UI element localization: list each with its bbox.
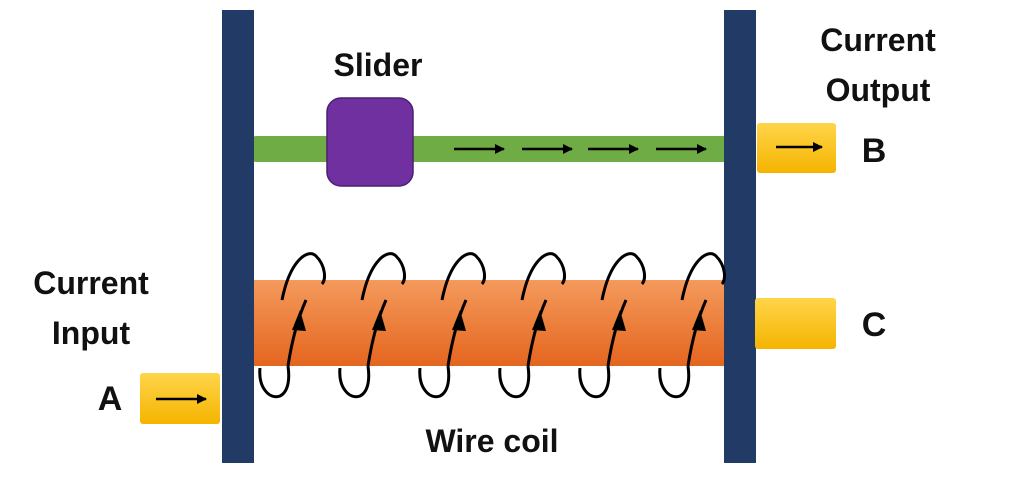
- coil-bottom-loop: [578, 365, 611, 399]
- coil-bottom-loop: [418, 365, 451, 399]
- up-arrow-icon: [532, 310, 546, 331]
- coil-top-loop: [600, 252, 646, 301]
- current-input-label-line1: Current: [33, 265, 149, 301]
- up-arrow-icon: [372, 310, 386, 331]
- up-arrow-icon: [692, 310, 706, 331]
- left-frame-post: [222, 10, 254, 463]
- coil-bottom-loop: [338, 365, 371, 399]
- terminal-c: [755, 298, 836, 349]
- coil-bottom-loop: [498, 365, 531, 399]
- right-frame-post: [724, 10, 756, 463]
- slider-block: [326, 97, 414, 187]
- coil-top-loop: [520, 252, 566, 301]
- current-input-label-line2: Input: [52, 315, 131, 351]
- current-output-label-line1: Current: [820, 22, 936, 58]
- slider-label: Slider: [334, 47, 423, 83]
- coil-top-loop: [680, 252, 726, 301]
- up-arrow-icon: [292, 310, 306, 331]
- wire-coil-turns: [258, 252, 726, 399]
- coil-bottom-loop: [658, 365, 691, 399]
- terminal-b-label: B: [862, 132, 887, 170]
- wire-coil-label: Wire coil: [425, 423, 558, 459]
- coil-bottom-loop: [258, 365, 291, 399]
- up-arrow-icon: [612, 310, 626, 331]
- terminal-c-label: C: [862, 306, 887, 344]
- terminal-a-label: A: [98, 380, 123, 418]
- coil-top-loop: [280, 252, 326, 301]
- coil-core: [252, 280, 728, 366]
- up-arrow-icon: [452, 310, 466, 331]
- current-output-label-line2: Output: [826, 72, 931, 108]
- coil-top-loop: [360, 252, 406, 301]
- coil-top-loop: [440, 252, 486, 301]
